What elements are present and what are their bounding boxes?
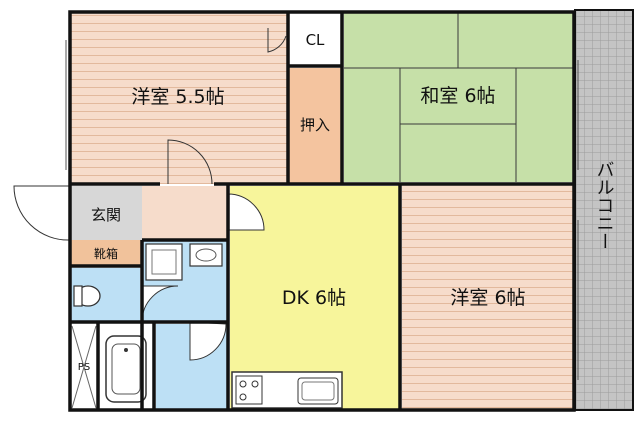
tatami-lines: [344, 12, 574, 182]
entrance: [70, 186, 142, 240]
label-dk: DK 6帖: [282, 287, 346, 309]
washing-machine-space: [145, 243, 183, 281]
balcony: [574, 9, 634, 411]
hallway: [142, 186, 228, 240]
label-shoe-box: 靴箱: [94, 246, 118, 261]
label-entrance: 玄関: [91, 206, 121, 224]
label-western-room-b: 洋室 6帖: [450, 287, 525, 309]
label-japanese-room: 和室 6帖: [420, 85, 495, 107]
label-balcony: バルコニー: [594, 160, 615, 250]
western-room-b: [402, 184, 574, 410]
bathtub: [105, 335, 147, 403]
door-swings: [13, 28, 287, 361]
walls: [68, 10, 576, 412]
label-oshiire: 押入: [300, 116, 330, 134]
pipe-space-hatch: [71, 325, 97, 409]
label-western-room-a: 洋室 5.5帖: [131, 86, 224, 108]
label-closet: CL: [306, 31, 325, 49]
kitchen-sink: [297, 377, 339, 405]
oshiire: [288, 68, 342, 184]
japanese-room: [344, 12, 574, 182]
label-pipe-space: PS: [78, 362, 90, 373]
washbasin: [189, 243, 223, 267]
closet: [288, 12, 342, 66]
western-room-a: [70, 12, 288, 184]
windows: [65, 40, 579, 380]
stove: [235, 375, 263, 405]
shoe-box: [70, 240, 142, 266]
